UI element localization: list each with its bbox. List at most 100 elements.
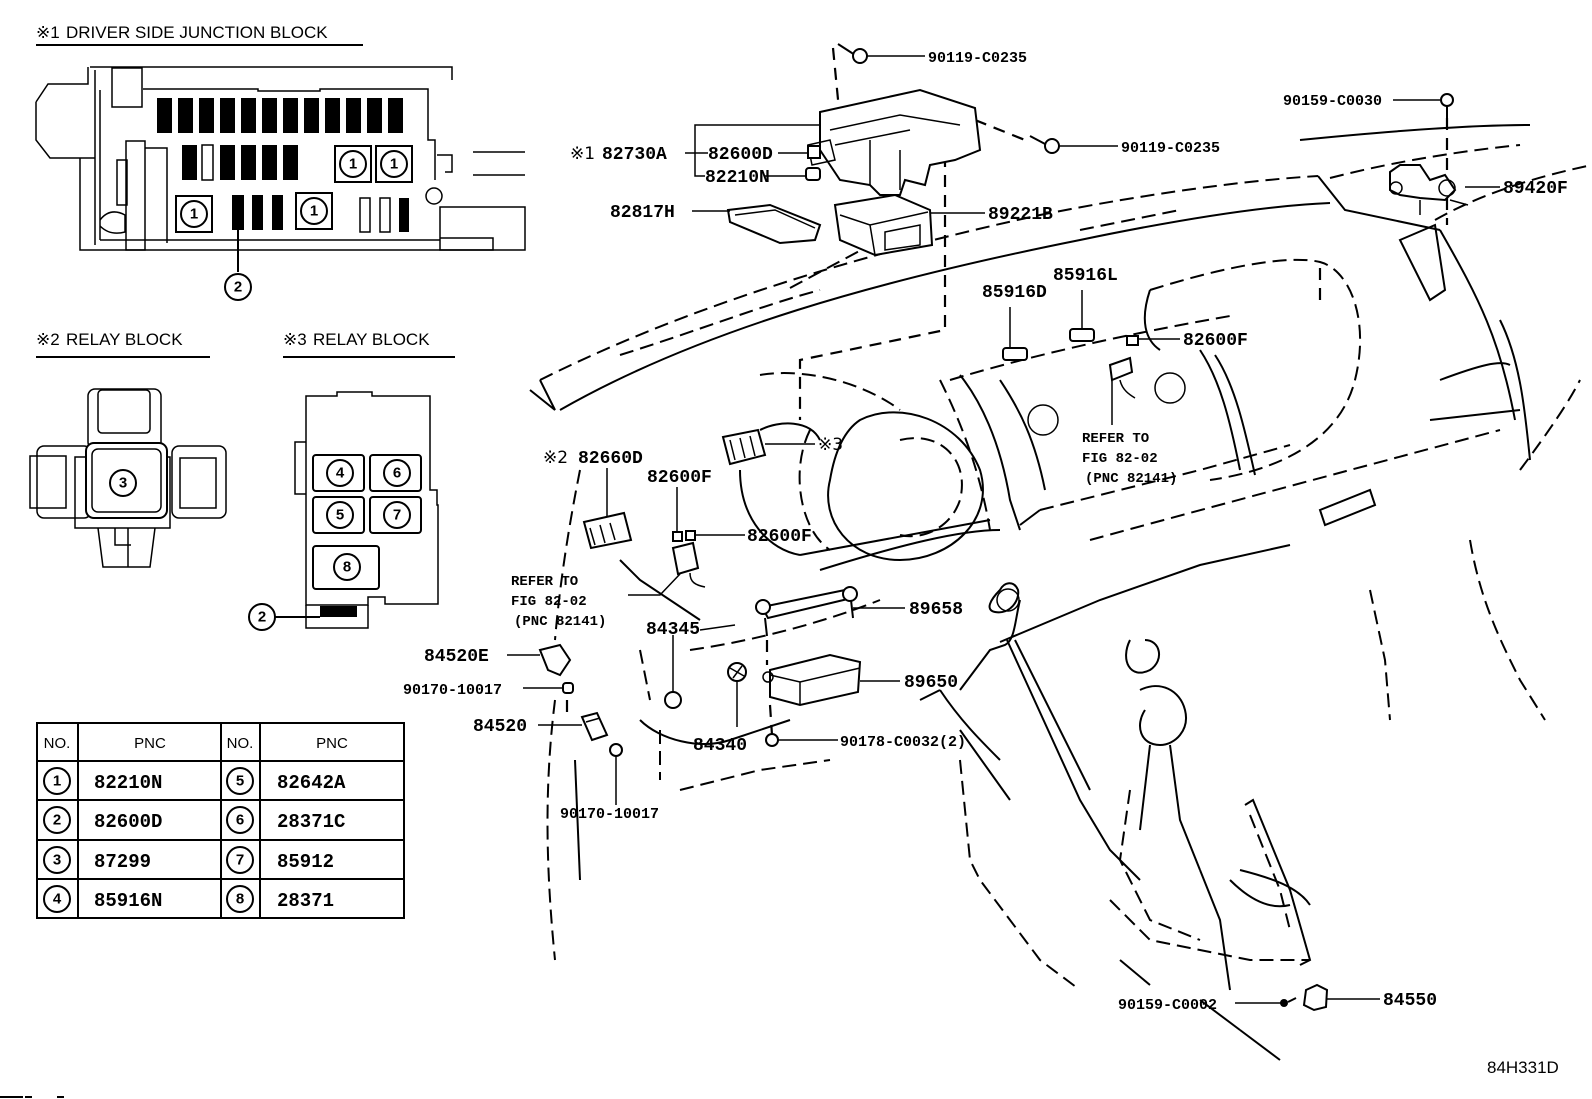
junction-block-title: DRIVER SIDE JUNCTION BLOCK [66,23,328,42]
row-pnc-right: 28371C [277,811,345,833]
label-relay-85916l[interactable]: 85916L [1053,266,1118,286]
label-relay-block-3-mark: ※3 [818,435,843,455]
label-fuse-82600f-left-side[interactable]: 82600F [747,527,812,547]
label-relay-82210n[interactable]: 82210N [705,168,770,188]
table-row: 4 85916N 8 28371 [43,885,334,913]
svg-text:1: 1 [190,206,198,223]
label-screw-90159-c0002[interactable]: 90159-C0002 [1118,997,1217,1014]
relay-85916l-icon [1069,328,1095,342]
relay-8: 8 [312,545,380,590]
relay-6: 6 [369,454,422,492]
junction-block-section: ※1 DRIVER SIDE JUNCTION BLOCK [35,23,526,301]
relay-block-3-section: ※3 RELAY BLOCK 4 6 5 [248,330,455,631]
row-no-right: 7 [236,852,244,869]
dashboard-outline [529,124,1592,1061]
row-no-right: 8 [236,891,244,908]
label-nut-90170-upper[interactable]: 90170-10017 [403,682,502,699]
refer-left-line-1: REFER TO [511,574,578,590]
row-pnc-left: 85916N [94,890,162,912]
sensor-89420f-icon [1389,164,1469,215]
relay-block-3-title: RELAY BLOCK [313,330,430,349]
callout-2-junction: 2 [224,273,252,301]
relay-85916d-icon [1002,347,1028,361]
label-relay-82600d[interactable]: 82600D [708,145,773,165]
callout-2-relay3: 2 [248,603,276,631]
part-drawings [538,43,1469,1012]
fuse-82600f-left-a-icon [672,531,683,542]
fuse-82600d-relay3 [320,606,357,617]
label-switch-84520[interactable]: 84520 [473,717,527,737]
label-bolt-right[interactable]: 90119-C0235 [1121,140,1220,157]
svg-text:2: 2 [258,609,266,626]
refer-right-line-2: FIG 82-02 [1082,451,1158,467]
cover-82817h-icon [726,203,822,245]
row-no-left: 4 [53,891,62,908]
label-bolt-top[interactable]: 90119-C0235 [928,50,1027,67]
label-relay-block-82660d[interactable]: 82660D [578,449,643,469]
junction-block-mark: ※1 [36,23,60,42]
label-bolt-90178[interactable]: 90178-C0032(2) [840,734,966,751]
junction-block-tab [425,187,443,205]
relay-block-3-module-icon [721,428,767,466]
fuse-82600f-left-b-icon [685,530,696,541]
label-sensor-89650[interactable]: 89650 [904,673,958,693]
callout-3: 3 [109,469,137,497]
screw-90159-c0030-icon [1440,93,1454,122]
label-relay-85916d[interactable]: 85916D [982,283,1047,303]
relay-1-a: 1 [334,145,372,183]
bolt-right-icon [1029,135,1060,154]
fuse-row-top [157,98,403,133]
junction-block-drawing: 1 1 1 1 [35,66,526,301]
label-cover-82817h[interactable]: 82817H [610,203,675,223]
label-sensor-89420f[interactable]: 89420F [1503,179,1568,199]
fuse-row-middle [182,144,298,181]
connector-right-icon [1108,356,1136,399]
relay-block-3-drawing: 4 6 5 7 8 [248,391,439,631]
label-fuse-82600f-left-top[interactable]: 82600F [647,468,712,488]
fuse-82600f-right-icon [1126,335,1139,346]
relay-block-2-module-icon [582,511,633,550]
label-part-84345[interactable]: 84345 [646,620,700,640]
diagram-code: 84H331D [1487,1058,1559,1077]
svg-text:8: 8 [343,559,351,576]
label-screw-90159-c0030[interactable]: 90159-C0030 [1283,93,1382,110]
row-no-left: 3 [53,852,61,869]
relay-block-2-drawing: 3 [29,388,227,568]
svg-text:1: 1 [390,156,398,173]
label-fuse-82600f-right[interactable]: 82600F [1183,331,1248,351]
fuse-82600d-icon [807,145,821,159]
refer-left-line-2: FIG 82-02 [511,594,587,610]
part-84340-icon [727,662,747,682]
table-row: 1 82210N 5 82642A [43,767,346,795]
refer-left-line-3: (PNC 82141) [514,614,606,630]
label-nut-90170-lower[interactable]: 90170-10017 [560,806,659,823]
vent-left [1027,404,1059,436]
pnc-table: NO. PNC NO. PNC 1 82210N 5 82642A 2 8260… [36,722,405,919]
relay-1-d: 1 [295,192,333,230]
nut-90170-upper-icon [562,682,574,694]
relay-block-2-section: ※2 RELAY BLOCK 3 [29,330,227,568]
svg-text:7: 7 [393,507,401,524]
table-row: 2 82600D 6 28371C [43,806,345,834]
svg-text:1: 1 [349,156,357,173]
relay-4: 4 [312,454,365,492]
label-junction-block[interactable]: 82730A [602,145,667,165]
refer-note-right: REFER TO FIG 82-02 (PNC 82141) [1082,431,1177,487]
fuse-row-bottom [232,195,409,233]
label-switch-84550[interactable]: 84550 [1383,991,1437,1011]
header-no-left: NO. [44,735,71,752]
connector-left-icon [671,541,706,588]
label-switch-84520e[interactable]: 84520E [424,647,489,667]
row-no-right: 6 [236,812,244,829]
row-pnc-left: 82600D [94,811,162,833]
row-no-left: 1 [53,773,61,790]
screw-90159-c0002-icon [1280,997,1297,1007]
label-ecu-89221b[interactable]: 89221B [988,205,1053,225]
switch-84520-icon [580,711,609,742]
part-labels: 90119-C0235 90119-C0235 ※1 82730A 82600D… [403,50,1568,1014]
table-header: NO. PNC NO. PNC [44,735,348,752]
label-bracket-89658[interactable]: 89658 [909,600,963,620]
header-pnc-left: PNC [134,735,166,752]
label-part-84340[interactable]: 84340 [693,736,747,756]
label-relay-block-2-mark: ※2 [543,448,568,468]
